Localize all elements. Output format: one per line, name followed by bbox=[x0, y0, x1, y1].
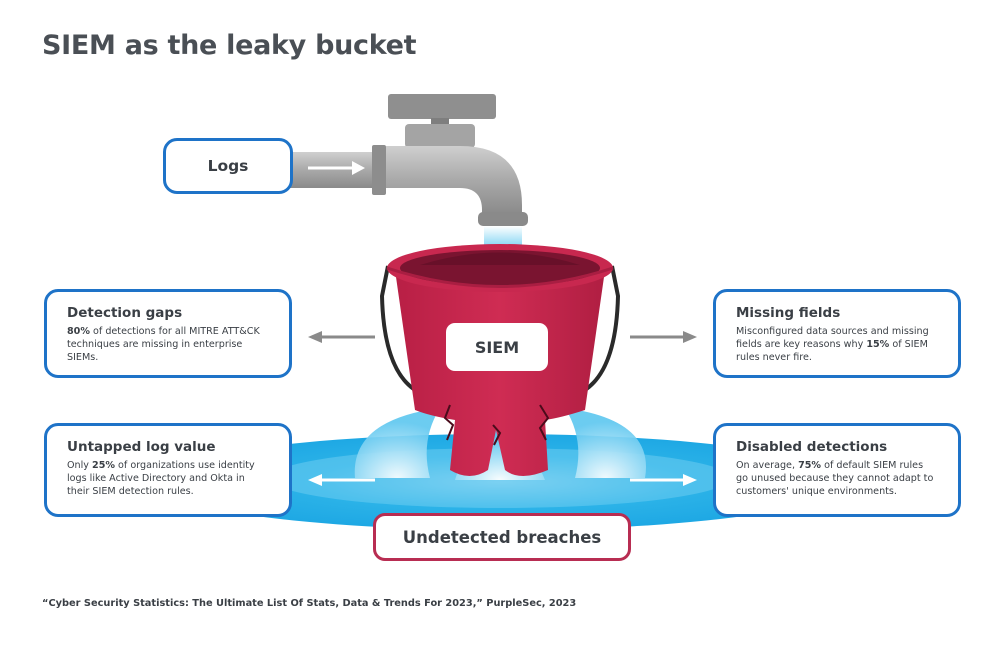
arrow-right-missing bbox=[630, 331, 697, 343]
disabled-text: On average, 75% of default SIEM rules go… bbox=[736, 460, 934, 497]
missing-fields-text: Misconfigured data sources and missing f… bbox=[736, 326, 929, 363]
arrow-left-detection bbox=[308, 331, 375, 343]
untapped-log-value-box: Untapped log value Only 25% of organizat… bbox=[44, 423, 292, 517]
logs-box: Logs bbox=[163, 138, 293, 194]
undetected-breaches-label: Undetected breaches bbox=[402, 527, 602, 547]
faucet bbox=[285, 94, 528, 226]
missing-fields-heading: Missing fields bbox=[736, 305, 841, 321]
logs-arrow bbox=[308, 161, 365, 175]
untapped-text: Only 25% of organizations use identity l… bbox=[67, 460, 255, 497]
disabled-detections-box: Disabled detections On average, 75% of d… bbox=[713, 423, 961, 517]
detection-gaps-heading: Detection gaps bbox=[67, 305, 183, 321]
disabled-heading: Disabled detections bbox=[736, 439, 888, 455]
detection-gaps-box: Detection gaps 80% of detections for all… bbox=[44, 289, 292, 378]
source-citation: “Cyber Security Statistics: The Ultimate… bbox=[42, 598, 577, 609]
undetected-breaches-box: Undetected breaches bbox=[373, 513, 631, 561]
detection-gaps-text: 80% of detections for all MITRE ATT&CK t… bbox=[67, 326, 260, 363]
logs-label: Logs bbox=[207, 157, 249, 175]
siem-label: SIEM bbox=[446, 323, 548, 371]
page-title: SIEM as the leaky bucket bbox=[42, 30, 417, 61]
arrow-left-untapped bbox=[308, 474, 375, 486]
arrow-right-disabled bbox=[630, 474, 697, 486]
missing-fields-box: Missing fields Misconfigured data source… bbox=[713, 289, 961, 378]
bucket bbox=[386, 244, 614, 476]
untapped-heading: Untapped log value bbox=[67, 439, 216, 455]
